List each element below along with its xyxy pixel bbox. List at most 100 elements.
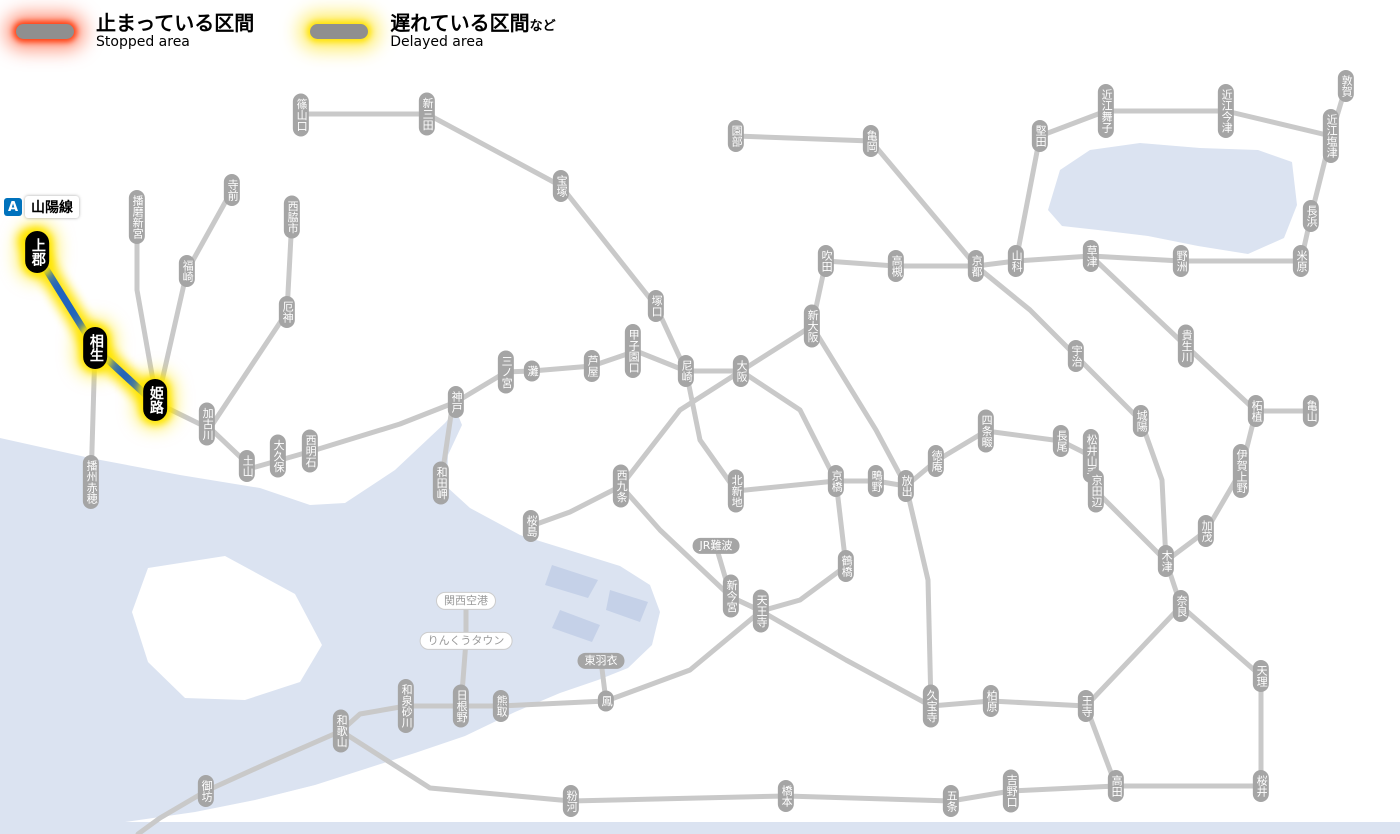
- legend-item-delayed: 遅れている区間など Delayed area: [310, 12, 556, 51]
- station-尼崎: 尼崎: [677, 355, 695, 387]
- station-福崎: 福崎: [178, 255, 196, 287]
- station-西明石: 西明石: [301, 429, 319, 473]
- station-長浜: 長浜: [1302, 200, 1320, 232]
- station-芦屋: 芦屋: [583, 350, 601, 382]
- station-和歌山: 和歌山: [332, 709, 350, 753]
- lake-biwa: [1048, 143, 1297, 254]
- station-近江舞子: 近江舞子: [1097, 84, 1115, 138]
- station-関西空港: 関西空港: [436, 591, 496, 611]
- station-草津: 草津: [1082, 240, 1100, 272]
- station-宇治: 宇治: [1067, 340, 1085, 372]
- station-西脇市: 西脇市: [283, 195, 301, 239]
- station-灘: 灘: [523, 360, 541, 382]
- station-りんくうタウン: りんくうタウン: [419, 631, 513, 651]
- station-奈良: 奈良: [1172, 590, 1190, 622]
- sea-south-coast: [0, 822, 1400, 834]
- station-播磨新宮: 播磨新宮: [128, 190, 146, 244]
- station-粉河: 粉河: [562, 785, 580, 817]
- station-東羽衣: 東羽衣: [577, 652, 625, 670]
- station-JR難波: JR難波: [692, 537, 740, 555]
- station-大久保: 大久保: [269, 434, 287, 478]
- station-大阪: 大阪: [732, 355, 750, 387]
- sea-osaka-bay: [0, 410, 660, 830]
- station-野洲: 野洲: [1172, 245, 1190, 277]
- station-加古川: 加古川: [198, 402, 216, 446]
- station-木津: 木津: [1157, 545, 1175, 577]
- port-area-2: [552, 610, 600, 642]
- station-桜井: 桜井: [1252, 770, 1270, 802]
- station-五条: 五条: [942, 785, 960, 817]
- station-堅田: 堅田: [1031, 120, 1049, 152]
- station-貴生川: 貴生川: [1177, 324, 1195, 368]
- station-和田岬: 和田岬: [432, 461, 450, 505]
- station-近江塩津: 近江塩津: [1322, 109, 1340, 163]
- station-亀山: 亀山: [1302, 395, 1320, 427]
- station-新今宮: 新今宮: [722, 574, 740, 618]
- station-近江今津: 近江今津: [1217, 84, 1235, 138]
- port-area-0: [545, 565, 598, 598]
- station-鴫野: 鴫野: [867, 465, 885, 497]
- station-高田: 高田: [1107, 770, 1125, 802]
- station-京田辺: 京田辺: [1087, 469, 1105, 513]
- station-徳庵: 徳庵: [927, 445, 945, 477]
- station-桜島: 桜島: [522, 510, 540, 542]
- station-熊取: 熊取: [492, 690, 510, 722]
- station-天理: 天理: [1252, 660, 1270, 692]
- station-吉野口: 吉野口: [1002, 769, 1020, 813]
- stopped-area-label: 止まっている区間: [96, 11, 255, 35]
- station-四条畷: 四条畷: [977, 409, 995, 453]
- station-京橋: 京橋: [827, 465, 845, 497]
- station-上郡: 上郡: [25, 231, 49, 273]
- station-神戸: 神戸: [447, 386, 465, 418]
- station-亀岡: 亀岡: [862, 125, 880, 157]
- station-和泉砂川: 和泉砂川: [397, 679, 415, 733]
- station-寺前: 寺前: [223, 174, 241, 206]
- stopped-area-swatch-icon: [16, 23, 74, 39]
- delayed-area-label-suffix: など: [529, 19, 556, 34]
- delayed-area-sublabel: Delayed area: [390, 34, 484, 51]
- station-北新地: 北新地: [727, 469, 745, 513]
- station-山科: 山科: [1007, 245, 1025, 277]
- stopped-area-text: 止まっている区間 Stopped area: [96, 12, 254, 51]
- station-放出: 放出: [897, 470, 915, 502]
- station-園部: 園部: [727, 120, 745, 152]
- station-姫路: 姫路: [143, 379, 167, 421]
- rail-hanwa-line: [338, 608, 764, 734]
- rail-yumesaki-line: [528, 483, 624, 529]
- station-三ノ宮: 三ノ宮: [497, 350, 515, 394]
- station-宝塚: 宝塚: [552, 170, 570, 202]
- rail-kansai-line-west: [1163, 408, 1259, 564]
- station-塚口: 塚口: [647, 290, 665, 322]
- station-高槻: 高槻: [887, 250, 905, 282]
- legend-item-stopped: 止まっている区間 Stopped area: [16, 12, 254, 51]
- station-日根野: 日根野: [452, 684, 470, 728]
- station-鶴橋: 鶴橋: [837, 550, 855, 582]
- station-柘植: 柘植: [1247, 395, 1265, 427]
- station-王寺: 王寺: [1077, 690, 1095, 722]
- station-御坊: 御坊: [197, 775, 215, 807]
- sanyo-line-badge: A 山陽線: [4, 196, 79, 218]
- station-厄神: 厄神: [278, 296, 296, 328]
- legend: 止まっている区間 Stopped area 遅れている区間など Delayed …: [16, 12, 556, 51]
- station-加茂: 加茂: [1197, 515, 1215, 547]
- station-吹田: 吹田: [817, 245, 835, 277]
- station-城陽: 城陽: [1132, 405, 1150, 437]
- line-name-label: 山陽線: [25, 196, 79, 218]
- station-西九条: 西九条: [612, 464, 630, 508]
- station-敦賀: 敦賀: [1337, 70, 1355, 102]
- station-篠山口: 篠山口: [292, 93, 310, 137]
- line-letter-icon: A: [4, 198, 22, 216]
- station-新三田: 新三田: [418, 92, 436, 136]
- rail-manyo-line: [1113, 603, 1264, 789]
- delayed-area-swatch-icon: [310, 24, 369, 40]
- station-新大阪: 新大阪: [803, 304, 821, 348]
- station-甲子園口: 甲子園口: [624, 324, 642, 378]
- port-area-1: [606, 590, 648, 622]
- station-京都: 京都: [967, 250, 985, 282]
- stopped-area-sublabel: Stopped area: [96, 34, 190, 50]
- delayed-area-text: 遅れている区間など Delayed area: [390, 12, 555, 51]
- station-土山: 土山: [238, 450, 256, 482]
- rail-tozai-line: [683, 368, 839, 494]
